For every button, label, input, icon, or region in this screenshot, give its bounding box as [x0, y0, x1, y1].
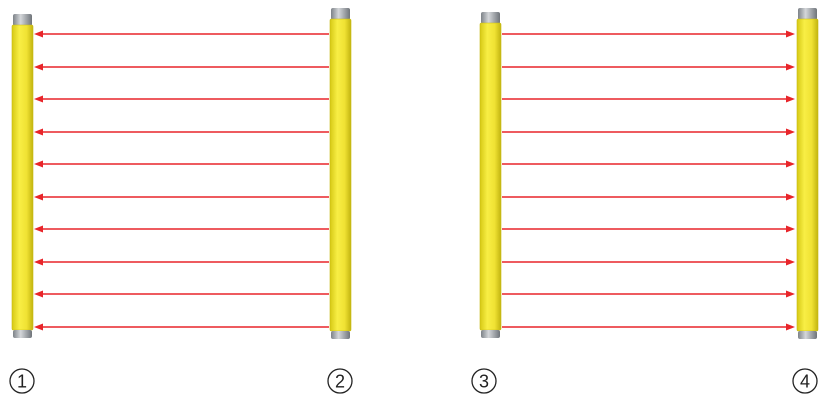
- bar-body: [12, 25, 33, 330]
- right-system-beam-10: [502, 324, 795, 331]
- light-curtain-bar-4: [797, 8, 818, 339]
- left-system-beam-8: [34, 259, 329, 266]
- left-system-beam-10: [34, 324, 329, 331]
- left-system-beam-1: [34, 31, 329, 38]
- bar-bottom-cap: [481, 330, 500, 338]
- bar-bottom-cap: [798, 331, 817, 339]
- left-system-beam-9: [34, 291, 329, 298]
- left-system-beam-2: [34, 64, 329, 71]
- right-system-beam-4: [502, 129, 795, 136]
- label-2: 2: [328, 369, 352, 393]
- right-system-beam-9: [502, 291, 795, 298]
- right-system-beam-1: [502, 31, 795, 38]
- label-4: 4: [793, 369, 817, 393]
- label-number: 3: [479, 372, 489, 392]
- bar-bottom-cap: [13, 330, 32, 338]
- left-system-beam-6: [34, 194, 329, 201]
- right-system-beam-7: [502, 226, 795, 233]
- bar-top-cap: [13, 14, 32, 26]
- right-system-beam-3: [502, 96, 795, 103]
- bar-body: [330, 19, 351, 331]
- bar-body: [480, 23, 501, 330]
- bar-body: [797, 19, 818, 331]
- label-number: 2: [335, 372, 345, 392]
- light-curtain-bar-2: [330, 8, 351, 339]
- right-system-beam-6: [502, 194, 795, 201]
- bar-top-cap: [798, 8, 817, 20]
- label-number: 1: [17, 372, 27, 392]
- right-system-beam-8: [502, 259, 795, 266]
- bar-bottom-cap: [331, 331, 350, 339]
- label-1: 1: [10, 369, 34, 393]
- left-system-beam-3: [34, 96, 329, 103]
- left-system-beam-7: [34, 226, 329, 233]
- bar-top-cap: [481, 12, 500, 24]
- bar-top-cap: [331, 8, 350, 20]
- left-system-beam-5: [34, 161, 329, 168]
- right-system-beam-5: [502, 161, 795, 168]
- right-system-beam-2: [502, 64, 795, 71]
- light-curtain-bar-1: [12, 14, 33, 338]
- left-system-beam-4: [34, 129, 329, 136]
- light-curtain-bar-3: [480, 12, 501, 338]
- label-number: 4: [800, 372, 810, 392]
- label-3: 3: [472, 369, 496, 393]
